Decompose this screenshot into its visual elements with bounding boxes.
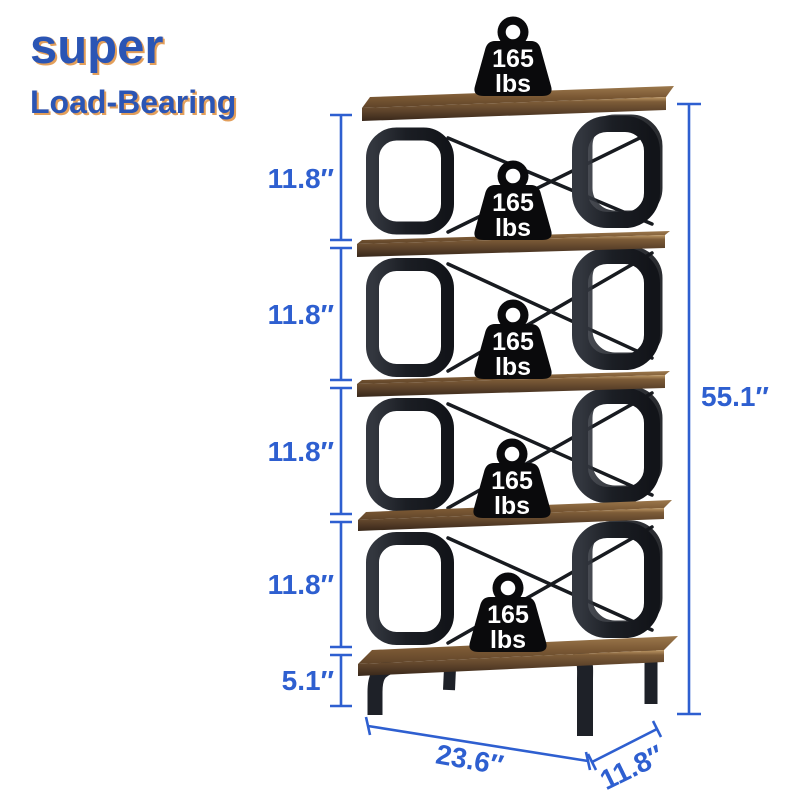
headline-line1: super bbox=[30, 20, 164, 74]
weight-icon-3 bbox=[474, 299, 552, 381]
total-height-label: 55.1″ bbox=[701, 381, 769, 412]
gap-3-label: 11.8″ bbox=[268, 436, 334, 467]
bottom-clearance-label: 5.1″ bbox=[282, 665, 334, 696]
dimension-gap-1: 11.8″ bbox=[268, 113, 352, 242]
dimension-gap-4: 11.8″ bbox=[268, 520, 352, 649]
right-side-frames bbox=[572, 114, 663, 638]
width-label: 23.6″ bbox=[434, 738, 506, 780]
dimension-bottom-clearance: 5.1″ bbox=[282, 653, 352, 708]
dimension-gap-3: 11.8″ bbox=[268, 386, 352, 516]
headline-line2: Load-Bearing bbox=[30, 84, 237, 121]
dimension-gap-2: 11.8″ bbox=[268, 246, 352, 382]
gap-1-label: 11.8″ bbox=[268, 163, 334, 194]
dimension-depth: 11.8″ bbox=[586, 720, 668, 796]
dimension-total-height: 55.1″ bbox=[677, 102, 769, 716]
gap-4-label: 11.8″ bbox=[268, 569, 334, 600]
depth-label: 11.8″ bbox=[595, 739, 668, 796]
gap-2-label: 11.8″ bbox=[268, 299, 334, 330]
weight-icon-2 bbox=[474, 160, 552, 242]
weight-icon-4 bbox=[473, 438, 551, 520]
weight-icon-1 bbox=[474, 16, 552, 98]
headline: super Load-Bearing bbox=[30, 20, 237, 121]
dimension-shelf-gaps: 11.8″ 11.8″ 11.8″ 11.8″ bbox=[268, 113, 352, 708]
weight-icon-5 bbox=[469, 572, 547, 654]
dimension-width: 23.6″ bbox=[364, 716, 592, 781]
left-side-frames bbox=[366, 127, 454, 645]
